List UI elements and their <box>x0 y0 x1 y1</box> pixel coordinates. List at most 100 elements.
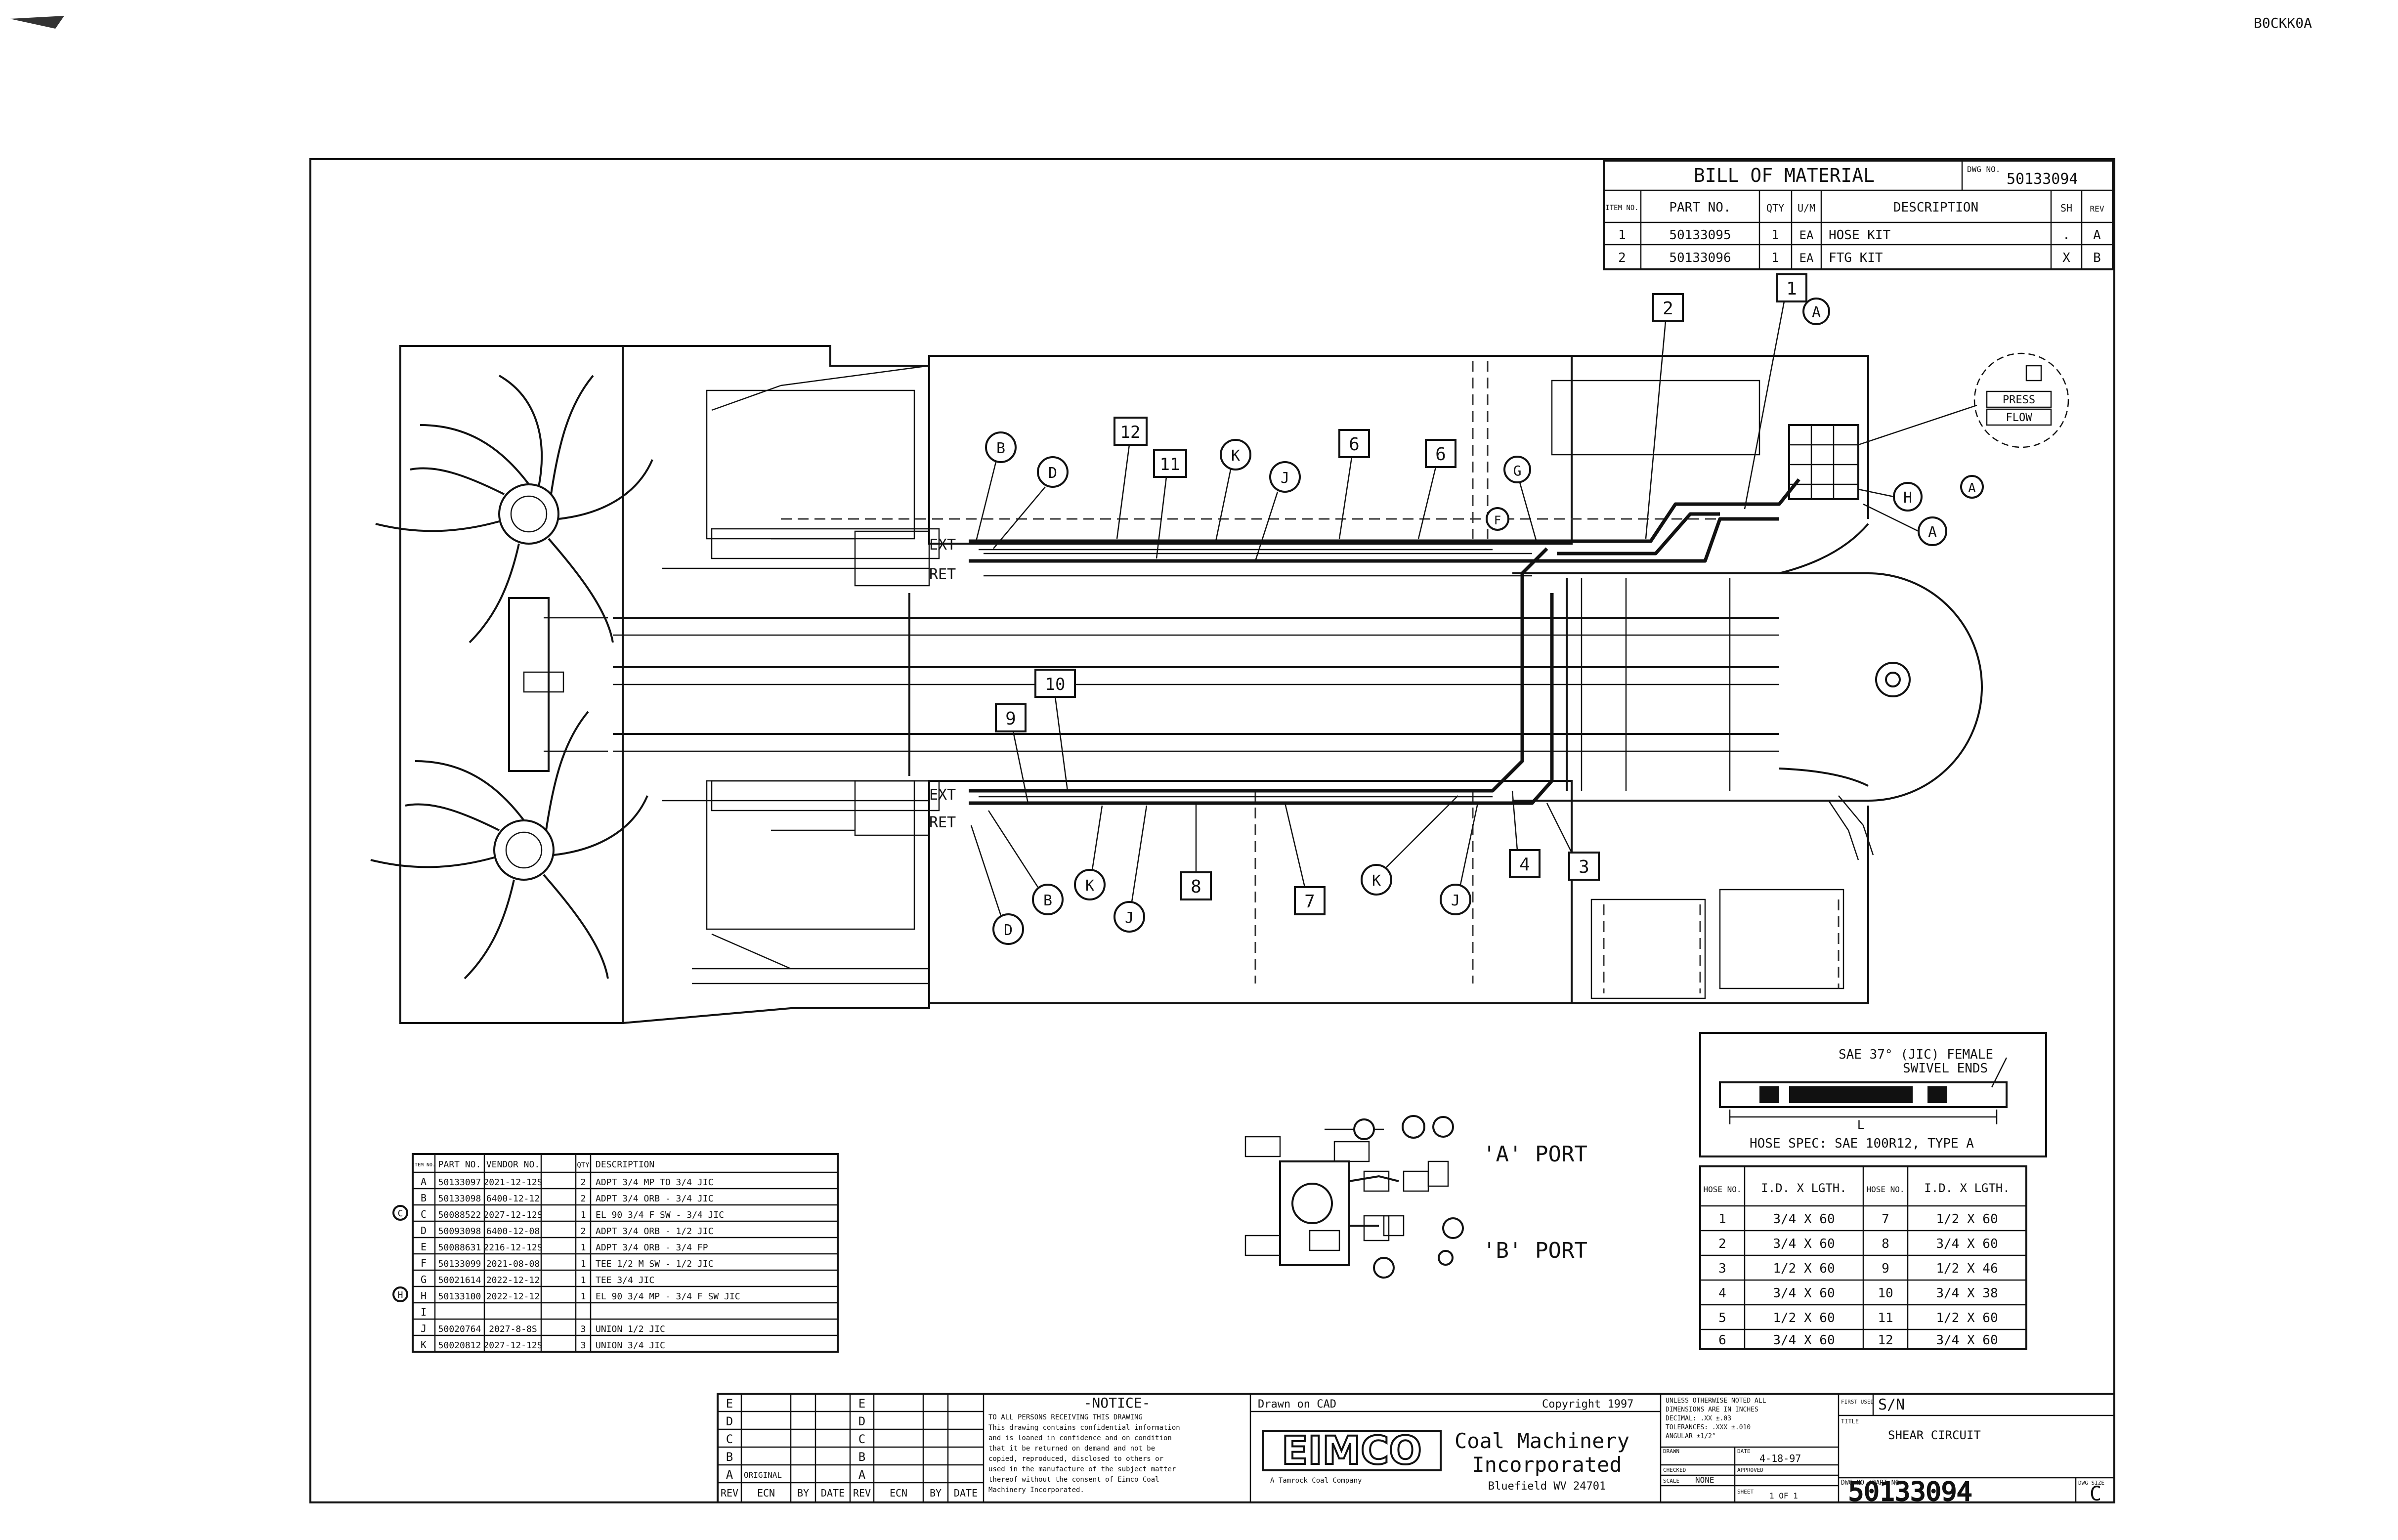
callout-circle: J <box>1254 461 1301 561</box>
fit-row: EL 90 3/4 F SW - 3/4 JIC <box>596 1210 724 1220</box>
bom-row-desc: HOSE KIT <box>1829 228 1891 243</box>
callout-circle: F <box>1486 507 1509 531</box>
rev-header: DATE <box>954 1487 978 1499</box>
rev-header: DATE <box>821 1487 845 1499</box>
callout-label: 12 <box>1120 423 1141 442</box>
fit-row: 50088631 <box>438 1242 481 1253</box>
hose-row: 3/4 X 60 <box>1773 1333 1835 1348</box>
callout-circle: J <box>1440 803 1479 915</box>
fit-row: 2 <box>581 1177 586 1188</box>
drawn-on-cad: Drawn on CAD <box>1258 1398 1336 1411</box>
fit-row: 2 <box>581 1194 586 1204</box>
hose-col-no: HOSE NO. <box>1866 1185 1904 1194</box>
rev-letter: D <box>726 1414 733 1428</box>
hose-col-size: I.D. X LGTH. <box>1761 1181 1846 1195</box>
fit-row: 2022-12-12 <box>486 1275 540 1285</box>
tolerance-line: TOLERANCES: .XXX ±.010 <box>1666 1424 1751 1431</box>
drawing-title: SHEAR CIRCUIT <box>1888 1428 1981 1442</box>
fit-row: K <box>421 1339 427 1351</box>
callout-label: 7 <box>1304 892 1315 912</box>
hose-spec-text: HOSE SPEC: SAE 100R12, TYPE A <box>1750 1136 1974 1151</box>
rev-header: BY <box>930 1487 942 1499</box>
fit-row: 50133099 <box>438 1259 481 1269</box>
rev-letter: B <box>726 1450 733 1464</box>
notice-line: used in the manufacture of the subject m… <box>988 1465 1176 1473</box>
hose-col-no: HOSE NO. <box>1703 1185 1741 1194</box>
callout-square: 1 <box>1744 273 1807 510</box>
rev-letter: D <box>858 1414 865 1428</box>
callout-square: 6 <box>1417 439 1456 539</box>
fit-row: 2021-12-12S <box>483 1177 542 1188</box>
fit-row: 50133100 <box>438 1291 481 1302</box>
bom-title: BILL OF MATERIAL <box>1694 165 1875 186</box>
callout-square: 9 <box>995 703 1029 804</box>
approved-label: APPROVED <box>1737 1467 1763 1473</box>
hose-row: 6 <box>1718 1333 1726 1348</box>
callout-square: 7 <box>1284 803 1326 915</box>
callout-label: 6 <box>1435 444 1446 465</box>
bom-row-desc: FTG KIT <box>1829 251 1883 265</box>
rev-header: REV <box>721 1487 738 1499</box>
fit-row: G <box>421 1274 427 1285</box>
tolerance-line: DECIMAL: .XX ±.03 <box>1666 1415 1731 1422</box>
bill-of-material: BILL OF MATERIAL DWG NO. 50133094 ITEM N… <box>1603 160 2114 270</box>
corner-mark <box>10 16 64 29</box>
hose-row: 3/4 X 60 <box>1936 1237 1998 1251</box>
callout-label: J <box>1281 470 1289 487</box>
fit-row: 1 <box>581 1242 586 1253</box>
rev-letter: A <box>858 1468 866 1482</box>
notice-line: TO ALL PERSONS RECEIVING THIS DRAWING <box>988 1413 1143 1421</box>
fit-row: 1 <box>581 1291 586 1302</box>
fit-row: 50020812 <box>438 1340 481 1351</box>
rev-letter: A <box>726 1468 733 1482</box>
fit-row: UNION 1/2 JIC <box>596 1324 665 1334</box>
callout-circle: J <box>1113 805 1148 933</box>
callout-circle: A <box>1802 298 1830 325</box>
scale-label: SCALE <box>1663 1478 1679 1484</box>
bom-row-rev: B <box>2093 251 2101 265</box>
callout-circle: K <box>1074 805 1106 900</box>
hose-row: 4 <box>1718 1286 1726 1301</box>
rev-header: REV <box>853 1487 871 1499</box>
hose-end-label-2: SWIVEL ENDS <box>1903 1061 1988 1076</box>
callout-circle: A <box>1960 475 1984 499</box>
callout-square: 8 <box>1180 803 1212 900</box>
fittings-table: ITEM NO. PART NO. VENDOR NO. QTY DESCRIP… <box>392 1153 839 1353</box>
hose-row: 1/2 X 46 <box>1936 1261 1998 1276</box>
fit-row: 2216-12-12S <box>483 1242 542 1253</box>
bom-col-um: U/M <box>1798 202 1815 214</box>
center-drive <box>508 597 608 772</box>
notice-line: and is loaned in confidence and on condi… <box>988 1434 1172 1442</box>
fit-row: 2027-12-12S <box>483 1210 542 1220</box>
notice-line: thereof without the consent of Eimco Coa… <box>988 1476 1159 1484</box>
bom-col-part: PART NO. <box>1669 200 1731 215</box>
fit-row: 50133097 <box>438 1177 481 1188</box>
fit-row: J <box>421 1323 427 1334</box>
pivot-pin <box>1875 662 1911 697</box>
callout-circle: B <box>975 431 1017 542</box>
port-ret-top: RET <box>929 566 956 583</box>
company-tagline: A Tamrock Coal Company <box>1270 1477 1362 1485</box>
fit-row: ADPT 3/4 ORB - 1/2 JIC <box>596 1226 713 1237</box>
hose-row: 10 <box>1878 1286 1893 1301</box>
title-label: TITLE <box>1841 1418 1859 1425</box>
valve-detail-tag: PRESS FLOW <box>1858 352 2069 448</box>
callout-label: H <box>1903 489 1912 507</box>
fit-row: 2 <box>581 1226 586 1237</box>
bom-col-rev: REV <box>2090 204 2104 214</box>
callout-label: 8 <box>1191 877 1201 897</box>
callout-label: K <box>1231 447 1240 465</box>
fit-row: B <box>421 1192 427 1204</box>
fit-row: 2027-8-8S <box>489 1324 537 1334</box>
callout-label: D <box>1004 922 1013 939</box>
callout-label: A <box>1968 481 1976 496</box>
hose-row: 1/2 X 60 <box>1936 1212 1998 1227</box>
callout-circle: G <box>1503 456 1538 544</box>
hose-row: 1 <box>1718 1212 1726 1227</box>
dwg-size-label: DWG SIZE <box>2078 1480 2104 1486</box>
notice-title: -NOTICE- <box>1084 1395 1151 1411</box>
notice-line: This drawing contains confidential infor… <box>988 1424 1180 1432</box>
bom-dwg-label: DWG NO. <box>1967 165 2000 174</box>
date-value: 4-18-97 <box>1759 1453 1801 1464</box>
